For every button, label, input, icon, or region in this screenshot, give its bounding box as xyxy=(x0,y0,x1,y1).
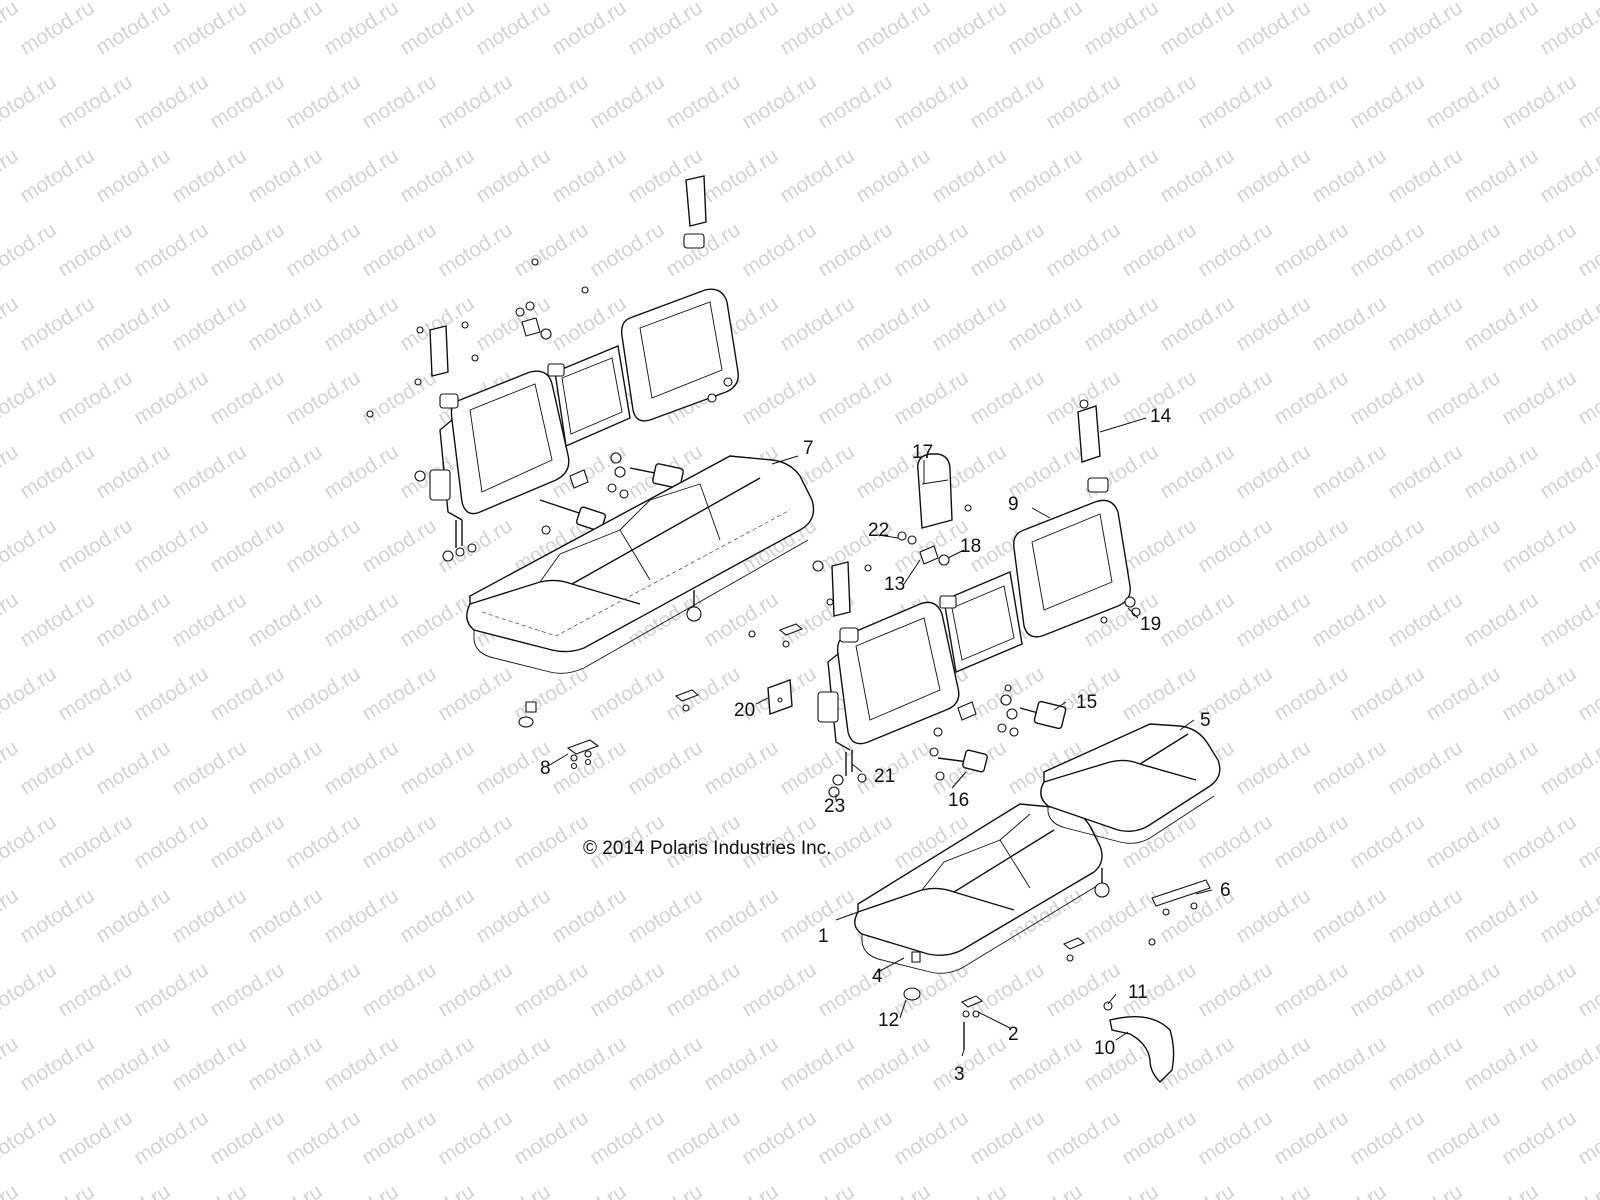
front-loose-parts xyxy=(767,679,793,715)
callout-20: 20 xyxy=(734,700,755,721)
callout-9: 9 xyxy=(1008,494,1019,515)
callout-15: 15 xyxy=(1076,692,1097,713)
callout-23: 23 xyxy=(824,796,845,817)
front-hardware xyxy=(812,504,1141,798)
rear-hardware xyxy=(366,258,733,562)
rear-seat-base xyxy=(466,455,815,674)
callout-5: 5 xyxy=(1200,710,1211,731)
front-backrest-left xyxy=(827,601,960,751)
rear-headrest-brackets xyxy=(429,175,707,501)
callout-1: 1 xyxy=(818,926,829,947)
front-seat-cushion xyxy=(1040,723,1221,844)
front-seat-belts xyxy=(929,684,1067,781)
callout-11: 11 xyxy=(1128,982,1148,1003)
callout-leaders xyxy=(547,417,1213,1057)
rear-backrest-center xyxy=(554,345,631,448)
callout-8: 8 xyxy=(540,758,551,779)
callout-14: 14 xyxy=(1150,406,1172,427)
callout-10: 10 xyxy=(1094,1038,1115,1059)
front-headrest-brackets xyxy=(817,399,1109,723)
callout-18: 18 xyxy=(960,536,981,557)
callout-13: 13 xyxy=(884,574,905,595)
copyright-notice: © 2014 Polaris Industries Inc. xyxy=(583,838,832,859)
callout-2: 2 xyxy=(1008,1024,1019,1045)
callout-3: 3 xyxy=(954,1064,965,1085)
rear-seat-belts xyxy=(539,452,684,535)
rear-base-mounts xyxy=(518,590,804,770)
callout-12: 12 xyxy=(878,1010,899,1031)
front-seat-base xyxy=(854,803,1103,974)
callout-22: 22 xyxy=(868,520,889,541)
rear-backrest-left xyxy=(439,370,570,521)
front-backrest-center xyxy=(943,571,1023,673)
callout-16: 16 xyxy=(948,790,969,811)
callout-4: 4 xyxy=(872,966,883,987)
callout-21: 21 xyxy=(874,766,895,787)
callout-6: 6 xyxy=(1220,880,1231,901)
rear-backrest-right xyxy=(620,288,739,422)
callout-17: 17 xyxy=(912,442,933,463)
front-backrest-right xyxy=(1013,499,1131,638)
front-base-mounts xyxy=(903,868,1211,1050)
callout-7: 7 xyxy=(803,438,814,459)
callout-19: 19 xyxy=(1140,614,1161,635)
